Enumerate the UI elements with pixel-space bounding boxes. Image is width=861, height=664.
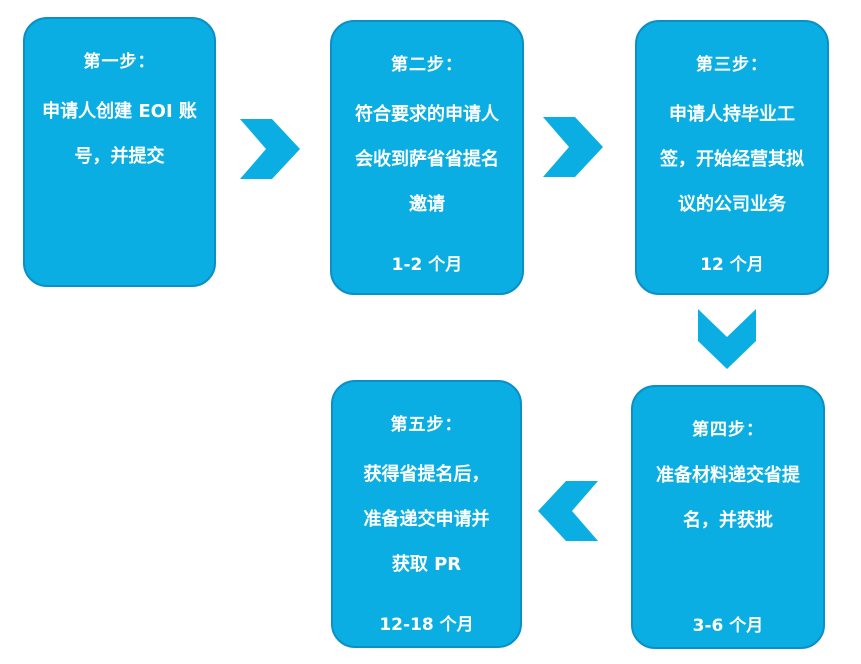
step-3-box: 第三步： 申请人持毕业工 签，开始经营其拟 议的公司业务 12 个月 <box>635 20 829 295</box>
step-2-title: 第二步： <box>391 55 463 75</box>
step-3-duration: 12 个月 <box>700 255 764 275</box>
chevron-down-icon <box>698 309 756 369</box>
step-2-description: 符合要求的申请人 会收到萨省省提名 邀请 <box>355 104 499 215</box>
step-4-duration: 3-6 个月 <box>692 616 764 636</box>
step-3-title: 第三步： <box>696 55 768 75</box>
step-3-description: 申请人持毕业工 签，开始经营其拟 议的公司业务 <box>660 104 804 215</box>
step-5-duration: 12-18 个月 <box>379 615 474 635</box>
step-5-title: 第五步： <box>390 415 463 435</box>
step-1-box: 第一步： 申请人创建 EOI 账 号，并提交 <box>23 17 216 287</box>
step-1-title: 第一步： <box>83 52 156 72</box>
chevron-right-icon <box>543 117 603 177</box>
chevron-right-icon <box>240 119 300 179</box>
step-5-description: 获得省提名后， 准备递交申请并 获取 PR <box>363 464 490 575</box>
step-1-description: 申请人创建 EOI 账 号，并提交 <box>42 101 197 167</box>
step-4-description: 准备材料递交省提 名，并获批 <box>656 465 800 531</box>
step-2-duration: 1-2 个月 <box>391 255 463 275</box>
chevron-left-icon <box>538 481 598 541</box>
step-4-title: 第四步： <box>692 420 764 440</box>
step-4-box: 第四步： 准备材料递交省提 名，并获批 3-6 个月 <box>631 385 825 649</box>
step-2-box: 第二步： 符合要求的申请人 会收到萨省省提名 邀请 1-2 个月 <box>330 20 524 295</box>
step-5-box: 第五步： 获得省提名后， 准备递交申请并 获取 PR 12-18 个月 <box>331 380 522 648</box>
